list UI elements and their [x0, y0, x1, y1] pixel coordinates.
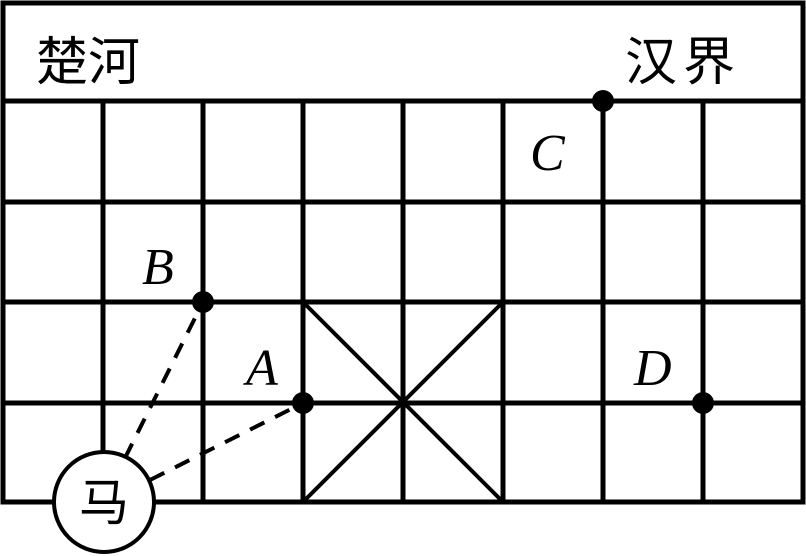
point-c: C [530, 90, 614, 182]
dashed-path-to-a [149, 401, 304, 482]
vertical-grid-lines [100, 101, 706, 502]
river-text-left: 楚河 [36, 33, 140, 93]
horse-piece-label: 马 [79, 474, 129, 532]
point-a: A [243, 340, 314, 414]
point-d-label: D [633, 340, 672, 397]
river-text-right: 汉界 [625, 33, 741, 93]
point-b-dot [192, 291, 214, 313]
horse-piece: 马 [52, 450, 156, 554]
point-a-label: A [243, 340, 278, 397]
dashed-path-to-b [123, 301, 205, 459]
point-d-dot [692, 392, 714, 414]
point-a-dot [292, 392, 314, 414]
palace-diagonals [301, 300, 505, 504]
point-c-dot [592, 90, 614, 112]
point-b-label: B [142, 239, 174, 296]
dashed-paths [123, 301, 304, 482]
point-b: B [142, 239, 214, 313]
point-c-label: C [530, 125, 566, 182]
point-d: D [633, 340, 714, 414]
horse-piece-circle [52, 450, 156, 554]
